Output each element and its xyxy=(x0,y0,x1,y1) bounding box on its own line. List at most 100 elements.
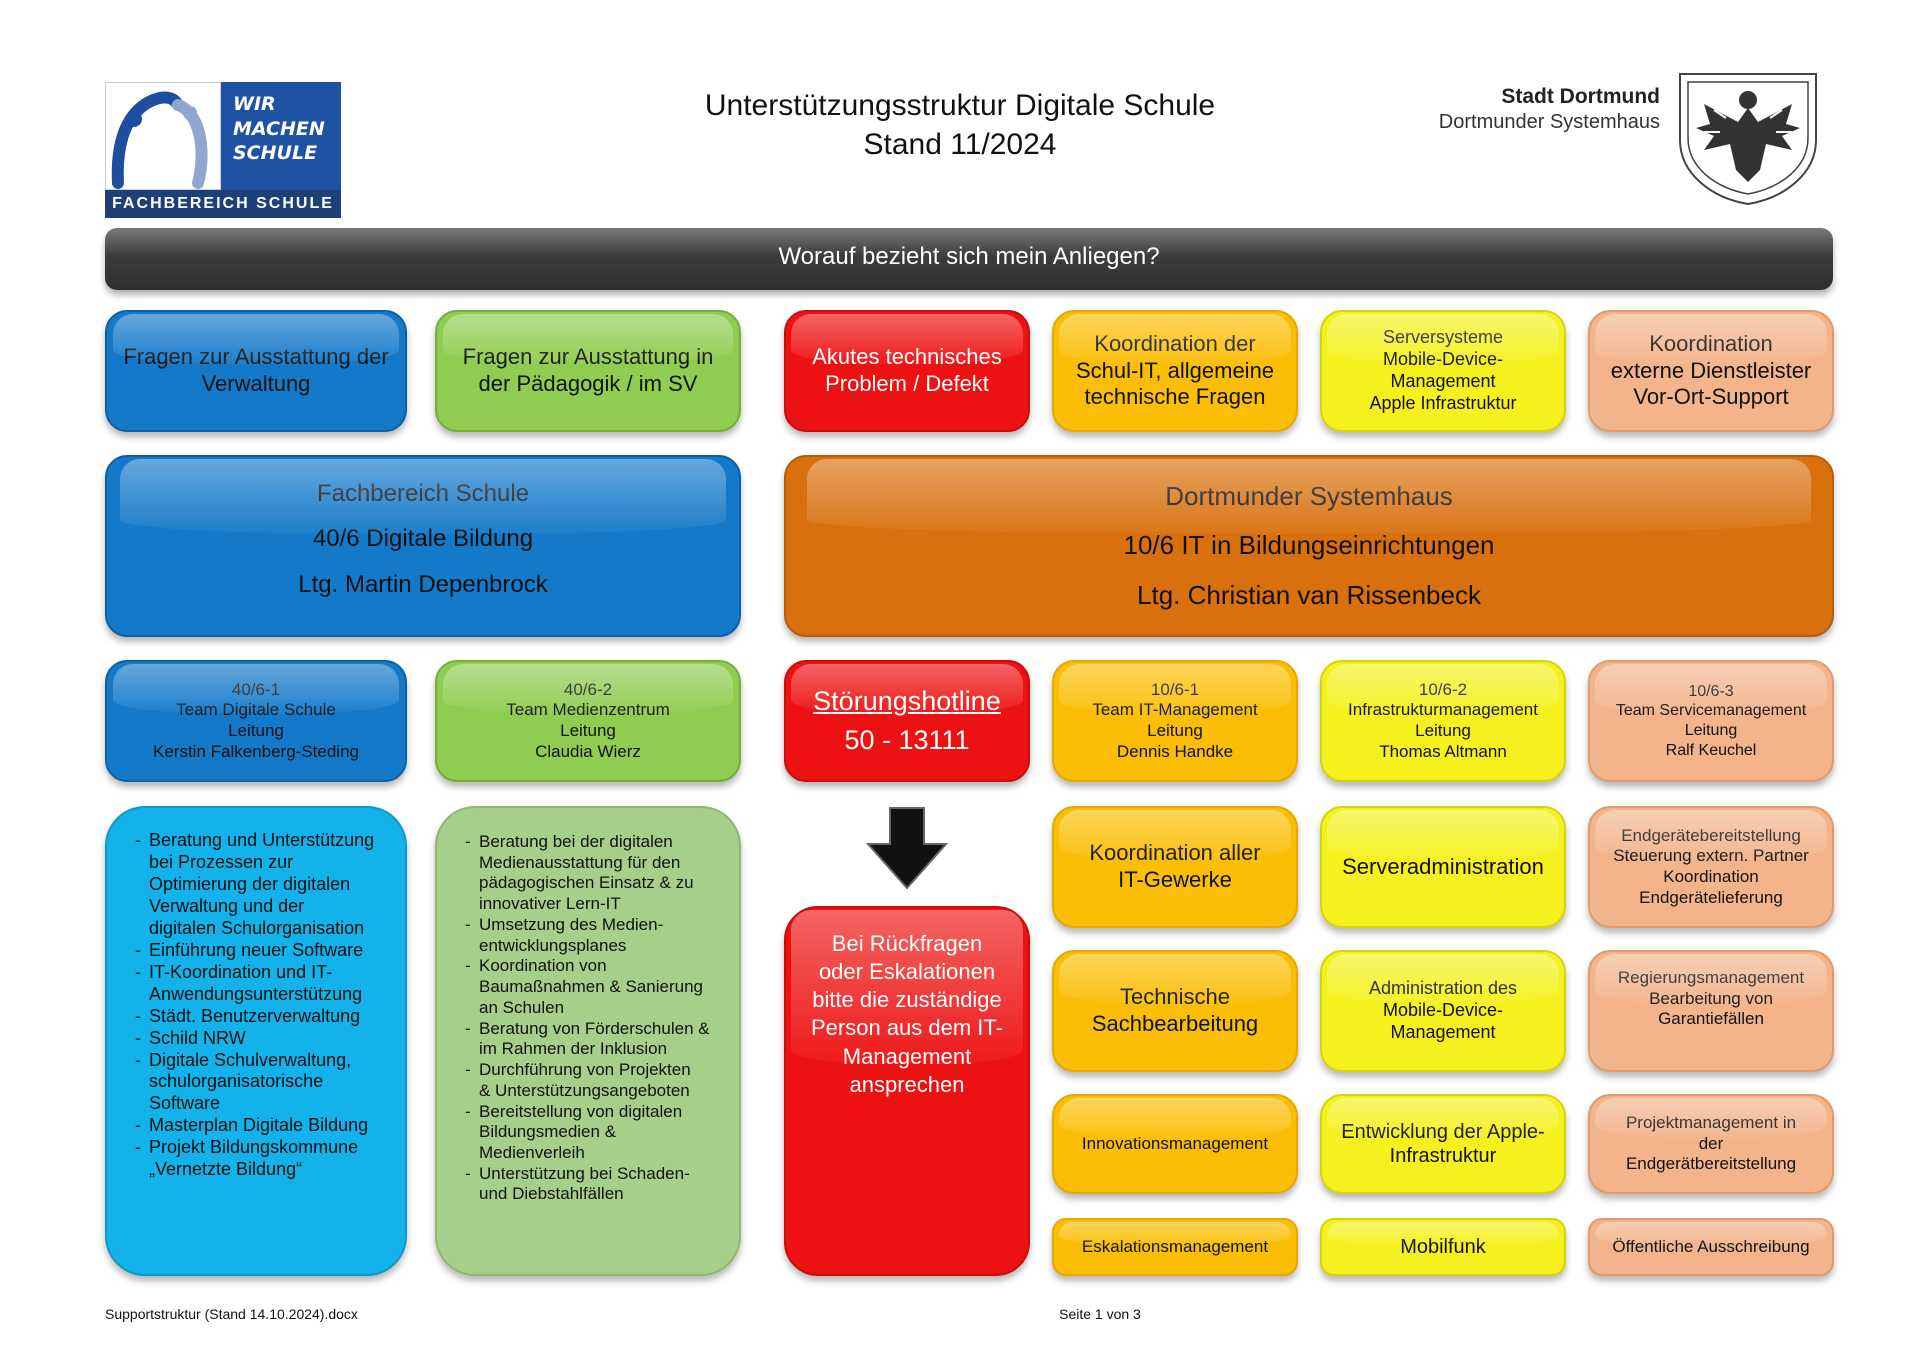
task-technische-sachbearbeitung: Technische Sachbearbeitung xyxy=(1052,950,1298,1072)
logo-line-2: MACHEN xyxy=(233,117,325,140)
category-verwaltung[interactable]: Fragen zur Ausstattung der Verwaltung xyxy=(105,310,407,432)
category-akutes-problem[interactable]: Akutes technisches Problem / Defekt xyxy=(784,310,1030,432)
hotline-number: 50 - 13111 xyxy=(844,725,970,755)
task-line: Sachbearbeitung xyxy=(1091,1011,1259,1036)
category-line: Fragen zur Ausstattung in xyxy=(462,344,714,370)
hotline-box[interactable]: Störungshotline 50 - 13111 xyxy=(784,660,1030,782)
team-line: Infrastrukturmanagement xyxy=(1348,700,1538,720)
task-list-line: Anwendungsunterstützung xyxy=(149,983,363,1004)
task-line: Koordination xyxy=(1663,867,1759,886)
task-list-line: an Schulen xyxy=(479,997,565,1017)
team-line: Ralf Keuchel xyxy=(1665,741,1757,759)
task-line: Technische xyxy=(1119,984,1231,1010)
task-list-item: Städt. Benutzerverwaltung xyxy=(135,1006,374,1028)
team-line: Leitung xyxy=(1684,722,1738,739)
team-line: Kerstin Falkenberg-Steding xyxy=(152,741,359,761)
task-list-item: Umsetzung des Medien-entwicklungsplanes xyxy=(465,915,710,956)
task-line: Endgerätbereitstellung xyxy=(1625,1154,1797,1174)
task-list-line: & Unterstützungsangeboten xyxy=(479,1080,690,1100)
team-line: 40/6-1 xyxy=(231,679,281,699)
city-name: Stadt Dortmund xyxy=(1501,85,1660,108)
logo-line-3: SCHULE xyxy=(233,142,318,165)
footer-filename: Supportstruktur (Stand 14.10.2024).docx xyxy=(105,1306,358,1322)
org-line: Ltg. Martin Depenbrock xyxy=(298,570,548,598)
task-list-line: IT-Koordination und IT- xyxy=(149,961,333,982)
task-koordination-it-gewerke: Koordination aller IT-Gewerke xyxy=(1052,806,1298,928)
escalation-box: Bei Rückfragen oder Eskalationen bitte d… xyxy=(784,906,1030,1276)
task-line: Administration des xyxy=(1368,978,1518,999)
category-koordination-schul-it[interactable]: Koordination der Schul-IT, allgemeine te… xyxy=(1052,310,1298,432)
category-line: externe Dienstleister xyxy=(1610,357,1812,383)
task-mobilfunk: Mobilfunk xyxy=(1320,1218,1566,1276)
department-name: Dortmunder Systemhaus xyxy=(1438,111,1660,134)
title-line: Unterstützungsstruktur Digitale Schule xyxy=(704,89,1216,122)
task-list-line: entwicklungsplanes xyxy=(479,935,627,955)
question-bar: Worauf bezieht sich mein Anliegen? xyxy=(105,228,1833,290)
escalation-line: ansprechen xyxy=(849,1071,965,1097)
task-projektmanagement: Projektmanagement in der Endgerätbereits… xyxy=(1588,1094,1834,1194)
category-paedagogik[interactable]: Fragen zur Ausstattung in der Pädagogik … xyxy=(435,310,741,432)
category-line: Mobile-Device- xyxy=(1382,349,1504,370)
task-list-line: Masterplan Digitale Bildung xyxy=(149,1115,369,1136)
task-line: Steuerung extern. Partner xyxy=(1613,846,1809,866)
escalation-line: oder Eskalationen xyxy=(818,959,996,985)
category-serversysteme[interactable]: Serversysteme Mobile-Device- Management … xyxy=(1320,310,1566,432)
category-line: Schul-IT, allgemeine xyxy=(1075,357,1275,383)
task-list-line: Beratung und Unterstützung xyxy=(149,830,375,850)
arrow-down-icon xyxy=(865,806,949,890)
task-list-line: Beratung bei der digitalen xyxy=(479,832,673,851)
task-list-item: Einführung neuer Software xyxy=(135,940,374,962)
team-line: Team Medienzentrum xyxy=(506,700,670,720)
team-line: Team Servicemanagement xyxy=(1615,702,1807,720)
team-infrastruktur: 10/6-2 Infrastrukturmanagement Leitung T… xyxy=(1320,660,1566,782)
task-list-item: Digitale Schulverwaltung,schulorganisato… xyxy=(135,1050,374,1116)
task-list-line: Umsetzung des Medien- xyxy=(479,914,664,934)
task-list-line: Digitale Schulverwaltung, xyxy=(149,1049,352,1070)
task-list-line: Bereitstellung von digitalen xyxy=(479,1101,683,1121)
task-list-item: Masterplan Digitale Bildung xyxy=(135,1115,374,1137)
task-list-line: Optimierung der digitalen xyxy=(149,873,351,894)
category-externe-dienstleister[interactable]: Koordination externe Dienstleister Vor-O… xyxy=(1588,310,1834,432)
task-line: Infrastruktur xyxy=(1389,1145,1497,1167)
team-line: Team IT-Management xyxy=(1092,700,1258,720)
hotline-label[interactable]: Störungshotline xyxy=(813,685,1001,716)
task-line: Koordination aller xyxy=(1089,840,1261,866)
org-line: Ltg. Christian van Rissenbeck xyxy=(1137,579,1481,610)
task-line: Endgerätebereitstellung xyxy=(1621,825,1801,845)
team-line: 40/6-2 xyxy=(563,679,613,699)
escalation-line: Person aus dem IT- xyxy=(811,1015,1003,1041)
category-line: Akutes technisches xyxy=(812,344,1002,370)
task-list-line: Städt. Benutzerverwaltung xyxy=(149,1005,361,1026)
task-list-line: Einführung neuer Software xyxy=(149,939,364,960)
task-line: Eskalationsmanagement xyxy=(1081,1236,1269,1256)
task-line: Entwicklung der Apple- xyxy=(1341,1120,1545,1143)
task-endgeraetebereitstellung: Endgerätebereitstellung Steuerung extern… xyxy=(1588,806,1834,928)
school-logo-footer: FACHBEREICH SCHULE xyxy=(105,190,341,218)
team-line: Leitung xyxy=(560,721,616,740)
org-line: Fachbereich Schule xyxy=(316,479,530,507)
task-oeffentliche-ausschreibung: Öffentliche Ausschreibung xyxy=(1588,1218,1834,1276)
task-line: Management xyxy=(1390,1021,1496,1042)
team-medienzentrum: 40/6-2 Team Medienzentrum Leitung Claudi… xyxy=(435,660,741,782)
task-administration-mdm: Administration des Mobile-Device- Manage… xyxy=(1320,950,1566,1072)
escalation-line: Management xyxy=(842,1043,972,1069)
escalation-line: Bei Rückfragen xyxy=(831,931,983,956)
task-line: Öffentliche Ausschreibung xyxy=(1612,1236,1810,1256)
task-list-line: Medienausstattung für den xyxy=(479,852,681,872)
task-line: Mobilfunk xyxy=(1400,1235,1486,1258)
task-list-line: Koordination von xyxy=(479,956,607,976)
org-fachbereich-schule: Fachbereich Schule 40/6 Digitale Bildung… xyxy=(105,455,741,637)
escalation-line: bitte die zuständige xyxy=(812,987,1002,1013)
task-list-line: und Diebstahlfällen xyxy=(479,1184,624,1204)
task-list: Beratung bei der digitalenMedienausstatt… xyxy=(465,832,710,1205)
team-line: Thomas Altmann xyxy=(1379,741,1507,761)
task-line: Innovationsmanagement xyxy=(1081,1133,1269,1153)
task-line: der xyxy=(1698,1133,1724,1153)
task-list-line: Beratung von Förderschulen & xyxy=(479,1018,710,1038)
school-logo-icon xyxy=(105,82,221,190)
team-line: Claudia Wierz xyxy=(535,741,641,761)
task-line: Garantiefällen xyxy=(1658,1009,1764,1029)
